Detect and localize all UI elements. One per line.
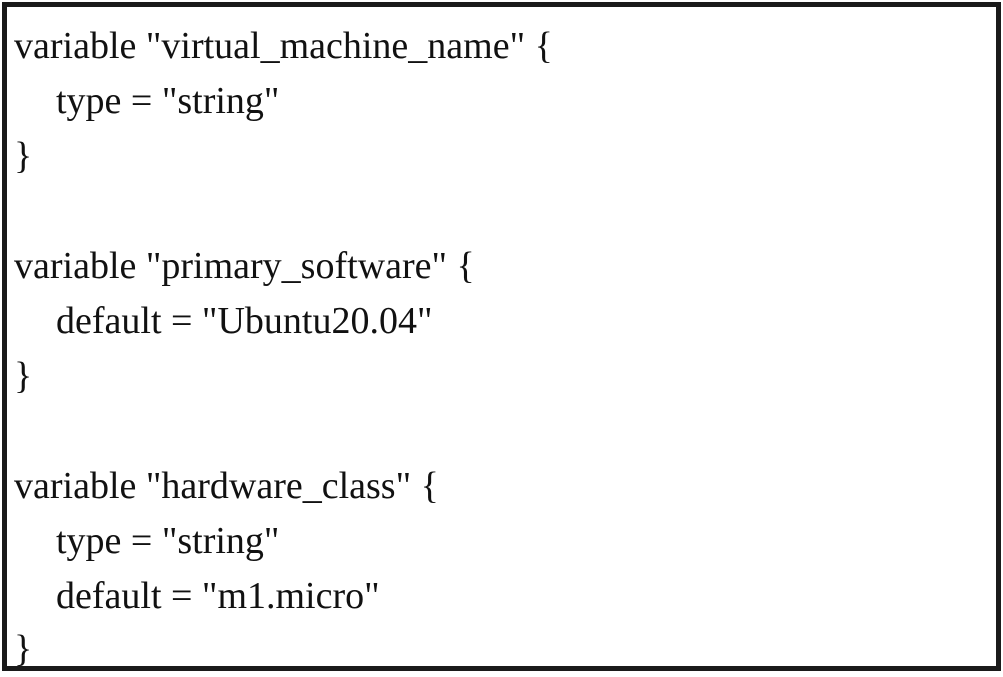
code-line-2: type = "string": [56, 80, 280, 122]
code-lines: variable "virtual_machine_name" { type =…: [12, 12, 996, 670]
code-line-7: }: [14, 355, 33, 397]
code-line-3: }: [14, 135, 33, 177]
code-line-5: variable "primary_software" {: [14, 245, 475, 287]
code-line-11: default = "m1.micro": [56, 575, 380, 617]
code-line-9: variable "hardware_class" {: [14, 465, 439, 507]
code-line-12: }: [14, 628, 33, 670]
code-line-10: type = "string": [56, 520, 280, 562]
code-line-6: default = "Ubuntu20.04": [56, 300, 433, 342]
code-line-1: variable "virtual_machine_name" {: [14, 25, 553, 67]
